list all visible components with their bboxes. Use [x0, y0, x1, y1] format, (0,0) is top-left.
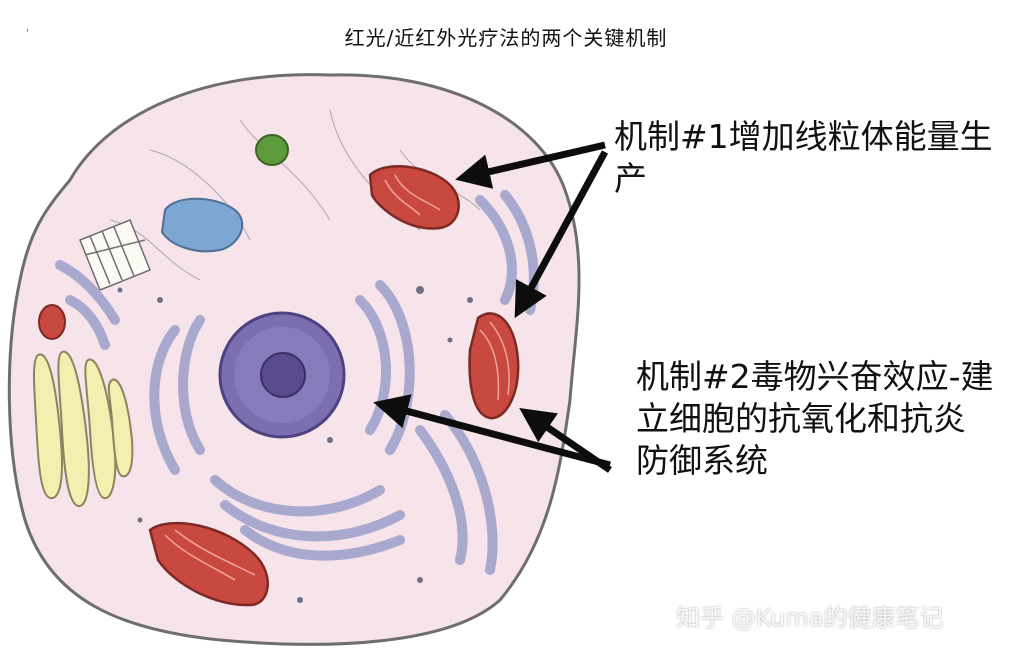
- centriole: [79, 219, 151, 291]
- diagram-title: 红光/近红外光疗法的两个关键机制: [344, 26, 668, 50]
- lysosome-green: [255, 134, 289, 166]
- endoplasmic-reticulum: [55, 190, 539, 575]
- golgi-apparatus: [33, 350, 134, 508]
- nucleus: [218, 311, 346, 439]
- watermark: 知乎 @Kuma的健康笔记: [676, 604, 944, 632]
- arrow-to-right-mitochondrion: [514, 150, 609, 319]
- vacuole-blue: [160, 197, 244, 253]
- corner-mark: ': [26, 28, 29, 39]
- arrow-to-nucleus: [373, 394, 611, 469]
- mitochondrion-top: [368, 165, 460, 230]
- mechanism-2-label: 机制#2毒物兴奋效应-建立细胞的抗氧化和抗炎防御系统: [636, 357, 994, 480]
- mitochondrion-small: [38, 304, 66, 340]
- mechanism-1-label: 机制#1增加线粒体能量生产: [614, 117, 993, 198]
- arrows: [373, 141, 612, 473]
- arrow-to-right-mitochondrion-lower: [519, 408, 612, 473]
- arrow-to-top-mitochondrion: [455, 141, 606, 189]
- mitochondrion-bottom: [148, 521, 269, 607]
- mitochondrion-right: [468, 312, 520, 420]
- nucleolus: [260, 352, 306, 398]
